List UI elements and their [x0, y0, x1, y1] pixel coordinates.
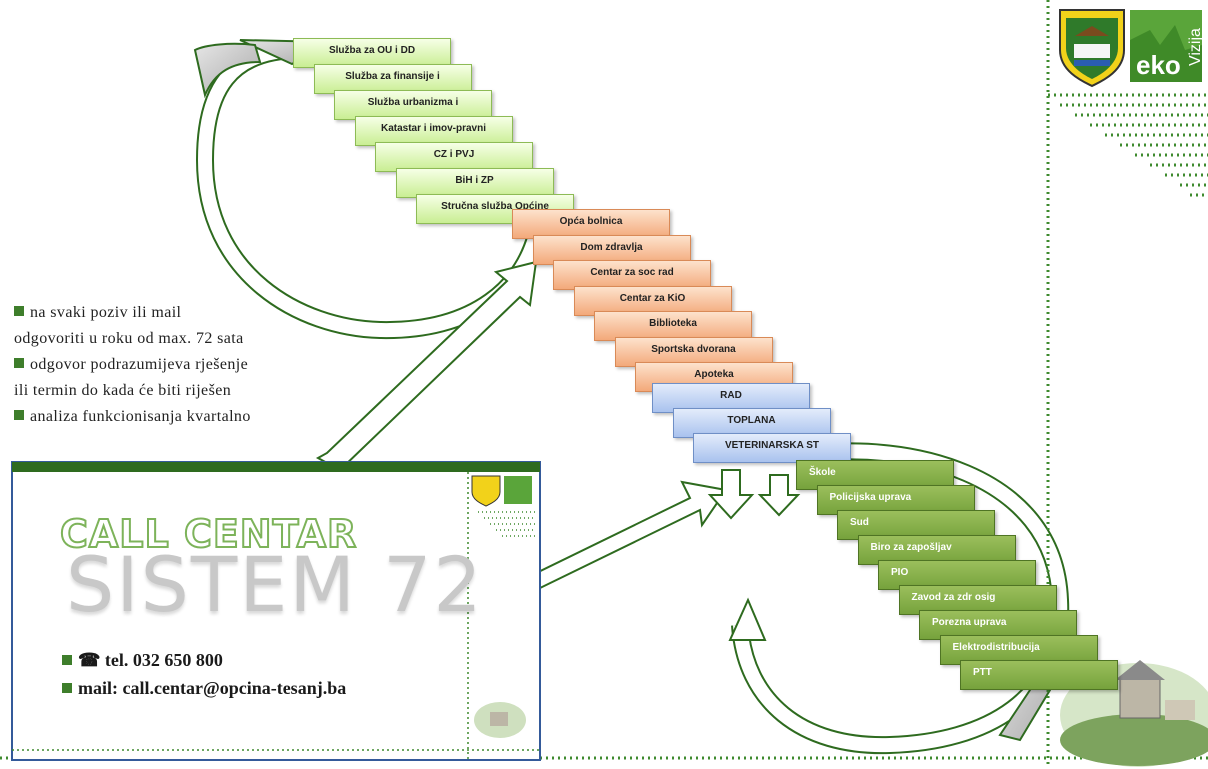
bullet-square-icon: [14, 358, 24, 368]
rule-line-5: analiza funkcionisanja kvartalno: [14, 408, 251, 426]
rule-line-2: odgovoriti u roku od max. 72 sata: [14, 330, 244, 347]
sistem-72-title: SISTEM 72: [66, 540, 484, 629]
phone-icon: ☎: [78, 650, 105, 670]
arrow-left-link: [315, 260, 538, 472]
public-institution-box: Centar za soc rad: [553, 260, 711, 290]
municipal-service-box: BiH i ZP: [395, 168, 554, 198]
rule-line-4: ili termin do kada će biti riješen: [14, 382, 232, 399]
arrow-down-links: [707, 469, 801, 520]
rule-line-1: na svaki poziv ili mail: [14, 304, 181, 322]
town-photo: [1060, 660, 1208, 767]
public-utility-box: VETERINARSKA ST: [693, 433, 851, 463]
svg-text:Vizija: Vizija: [1187, 28, 1204, 66]
public-institution-box: Opća bolnica: [512, 209, 670, 239]
bullet-square-icon: [14, 410, 24, 420]
coat-of-arms-logo: [1059, 9, 1125, 88]
call-centar-title: CALL CENTAR: [59, 511, 358, 557]
eko-vizija-logo: eko Vizija: [1130, 10, 1204, 82]
municipal-service-box: CZ i PVJ: [375, 142, 533, 172]
state-institution-box: PTT: [960, 660, 1118, 690]
public-institution-box: Biblioteka: [594, 311, 752, 341]
contact-mail: mail: call.centar@opcina-tesanj.ba: [62, 678, 346, 699]
municipal-service-box: Katastar i imov-pravni: [354, 116, 513, 146]
bullet-square-icon: [62, 655, 72, 665]
rule-line-3: odgovor podrazumijeva rješenje: [14, 356, 248, 374]
bullet-square-icon: [14, 306, 24, 316]
bullet-square-icon: [62, 683, 72, 693]
contact-phone: ☎ tel. 032 650 800: [62, 650, 223, 671]
svg-text:eko: eko: [1136, 50, 1181, 80]
call-centre-panel: [11, 461, 541, 761]
public-institution-box: Dom zdravlja: [532, 234, 691, 265]
municipal-service-box: Služba urbanizma i: [334, 90, 492, 120]
